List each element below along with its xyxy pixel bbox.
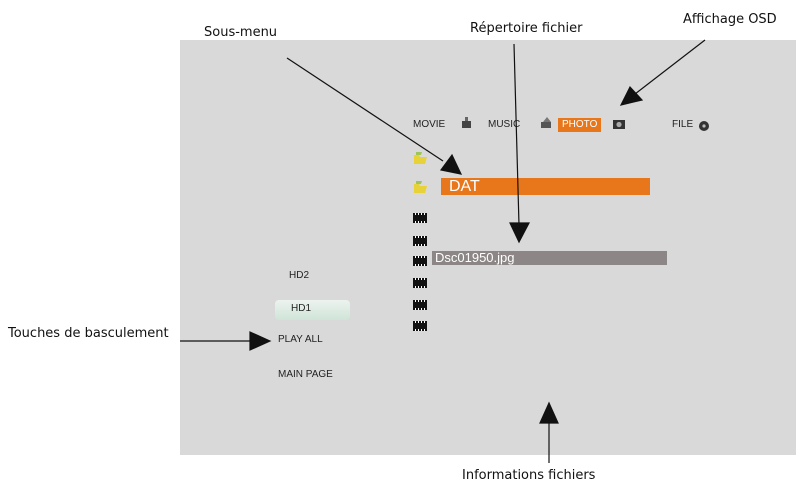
movie-icon [462,117,471,128]
callout-submenu: Sous-menu [204,25,278,40]
callout-toggle-keys: Touches de basculement [8,326,169,341]
tab-movie[interactable]: MOVIE [413,119,446,130]
tab-photo[interactable]: PHOTO [558,118,602,132]
selected-file-row[interactable]: Dsc01950.jpg [432,251,667,265]
callout-osd: Affichage OSD [683,12,777,27]
film-icon[interactable] [413,321,427,331]
film-icon[interactable] [413,300,427,310]
tab-music[interactable]: MUSIC [488,119,521,130]
menu-hd2[interactable]: HD2 [289,270,310,281]
film-icon[interactable] [413,236,427,246]
callout-file-info: Informations fichiers [462,468,596,483]
selected-folder-row[interactable]: DAT [441,178,650,195]
file-icon [699,121,709,131]
folder-icon[interactable] [413,180,429,194]
tab-file[interactable]: FILE [672,119,694,130]
menu-main-page[interactable]: MAIN PAGE [278,369,333,380]
film-icon[interactable] [413,278,427,288]
film-icon[interactable] [413,256,427,266]
callout-file-directory: Répertoire fichier [470,21,583,36]
menu-hd1[interactable]: HD1 [291,303,312,314]
music-icon [541,117,551,128]
menu-hd1-highlight[interactable] [275,300,350,320]
osd-screen [180,40,796,455]
menu-play-all[interactable]: PLAY ALL [278,334,323,345]
film-icon[interactable] [413,213,427,223]
photo-icon [613,120,625,129]
folder-icon[interactable] [413,151,429,165]
